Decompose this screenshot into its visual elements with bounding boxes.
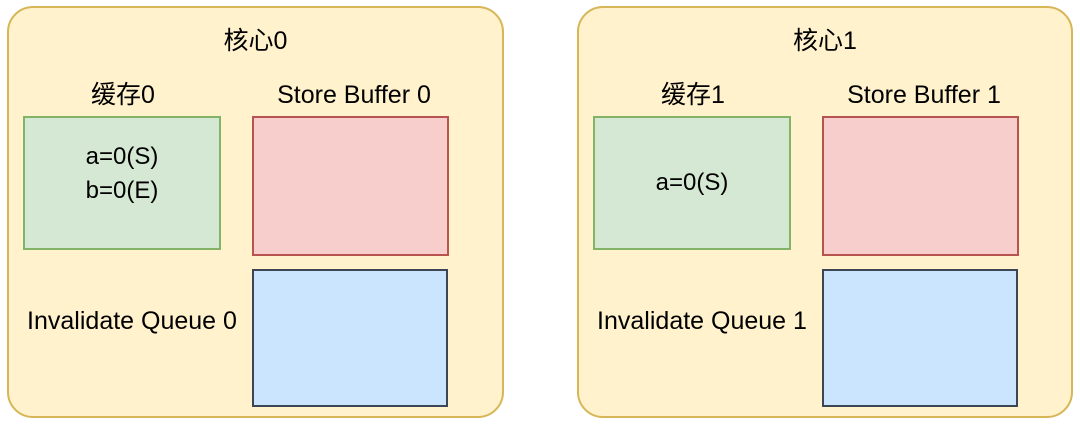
invalidate-queue-label-0: Invalidate Queue 0	[27, 307, 237, 335]
store-buffer-label-1: Store Buffer 1	[847, 81, 1001, 109]
core-title-0: 核心0	[223, 27, 288, 55]
store-buffer-label-0: Store Buffer 0	[277, 81, 431, 109]
cache-box-0: a=0(S) b=0(E)	[23, 116, 221, 250]
cache-entry: a=0(S)	[85, 143, 159, 170]
cache-label-1: 缓存1	[661, 81, 725, 109]
store-buffer-box-1	[822, 116, 1019, 256]
cache-entry: a=0(S)	[655, 169, 729, 196]
invalidate-queue-box-1	[822, 269, 1018, 407]
cache-entries-0: a=0(S) b=0(E)	[25, 140, 219, 208]
cache-label-0: 缓存0	[91, 81, 155, 109]
cache-entry: b=0(E)	[85, 177, 159, 204]
cache-entries-1: a=0(S)	[595, 166, 789, 200]
core-panel-0: 核心0 缓存0 Store Buffer 0 a=0(S) b=0(E) Inv…	[7, 6, 504, 418]
store-buffer-box-0	[252, 116, 449, 256]
cache-box-1: a=0(S)	[593, 116, 791, 250]
core-title-1: 核心1	[793, 27, 857, 55]
core-panel-1: 核心1 缓存1 Store Buffer 1 a=0(S) Invalidate…	[577, 6, 1073, 418]
invalidate-queue-label-1: Invalidate Queue 1	[597, 307, 807, 335]
invalidate-queue-box-0	[252, 269, 448, 407]
